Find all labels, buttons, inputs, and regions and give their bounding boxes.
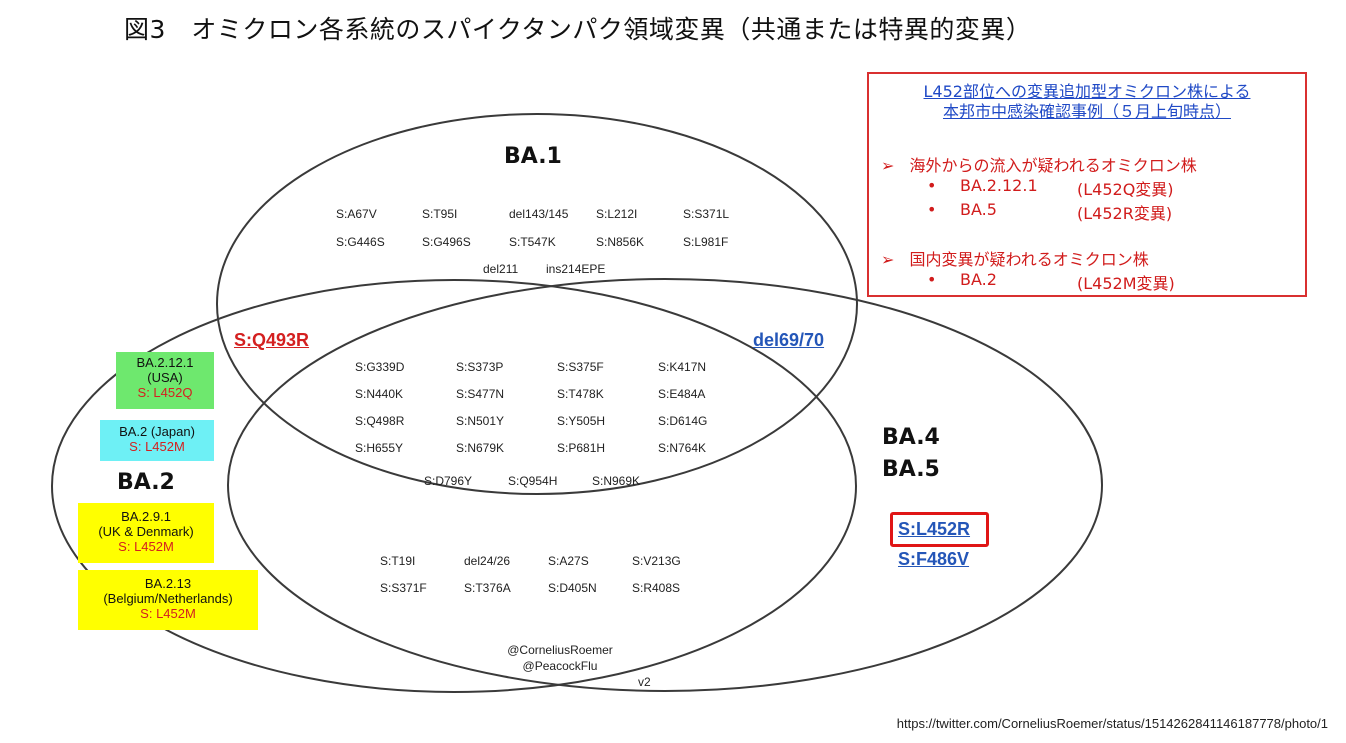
arrow-icon: ➢ xyxy=(881,156,895,175)
info-section1-title: 海外からの流入が疑われるオミクロン株 xyxy=(909,156,1197,175)
marker-f486v: S:F486V xyxy=(898,549,970,569)
variant-box-ba2-9-1: BA.2.9.1 (UK & Denmark) S: L452M xyxy=(78,503,214,563)
bullet-icon: • xyxy=(927,176,937,195)
mutation-label: S:S371L xyxy=(683,207,730,221)
mutation-label: del143/145 xyxy=(509,207,569,221)
mutation-label: S:A27S xyxy=(548,554,589,568)
info-item: • BA.5 (L452R変異) xyxy=(927,200,1172,223)
mutation-label: S:T478K xyxy=(557,387,604,401)
figure-title: 図3 オミクロン各系統のスパイクタンパク領域変異（共通または特異的変異） xyxy=(124,15,1032,44)
mutation-label: S:G496S xyxy=(422,235,471,249)
variant-name: BA.2.12.1 xyxy=(136,355,194,370)
info-item: • BA.2 (L452M変異) xyxy=(927,270,1175,293)
variant-mutation: S: L452M xyxy=(118,539,174,554)
mutation-label: ins214EPE xyxy=(546,262,606,276)
info-item-mutation: (L452R変異) xyxy=(1077,204,1173,223)
mutation-label: S:A67V xyxy=(336,207,377,221)
mutation-label: S:S373P xyxy=(456,360,504,374)
arrow-icon: ➢ xyxy=(881,250,895,269)
mutation-label: S:T95I xyxy=(422,207,458,221)
mutation-label: S:D614G xyxy=(658,414,708,428)
marker-l452r: S:L452R xyxy=(898,519,971,539)
credit-line2: @PeacockFlu xyxy=(522,659,598,673)
mutation-label: S:Q498R xyxy=(355,414,405,428)
credit-author: @CorneliusRoemer @PeacockFlu xyxy=(492,642,628,674)
variant-region: (USA) xyxy=(147,370,183,385)
mutation-label: S:G446S xyxy=(336,235,385,249)
variant-mutation: S: L452M xyxy=(140,606,196,621)
mutation-label: S:Q954H xyxy=(508,474,558,488)
mutation-label: S:G339D xyxy=(355,360,405,374)
source-url: https://twitter.com/CorneliusRoemer/stat… xyxy=(896,716,1328,731)
info-section2-title: 国内変異が疑われるオミクロン株 xyxy=(909,250,1149,269)
mutation-label: S:N969K xyxy=(592,474,641,488)
mutation-label: S:H655Y xyxy=(355,441,404,455)
info-item-name: BA.2 xyxy=(960,270,997,289)
variant-box-ba2-13: BA.2.13 (Belgium/Netherlands) S: L452M xyxy=(78,570,258,630)
mutation-label: S:N501Y xyxy=(456,414,505,428)
variant-region: (Belgium/Netherlands) xyxy=(103,591,233,606)
marker-del69-70: del69/70 xyxy=(753,330,825,350)
info-heading-line2: 本邦市中感染確認事例（５月上旬時点） xyxy=(942,102,1231,121)
mutation-label: S:D796Y xyxy=(424,474,473,488)
mutation-label: S:L212I xyxy=(596,207,638,221)
ellipse-ba2 xyxy=(51,279,857,693)
mutation-label: S:V213G xyxy=(632,554,681,568)
info-section1: ➢ 海外からの流入が疑われるオミクロン株 xyxy=(881,152,1197,176)
info-item-name: BA.5 xyxy=(960,200,997,219)
mutation-label: S:T376A xyxy=(464,581,511,595)
highlight-box-l452r xyxy=(890,512,989,547)
mutation-label: S:T547K xyxy=(509,235,556,249)
variant-box-ba2-japan: BA.2 (Japan) S: L452M xyxy=(100,420,214,461)
ellipse-ba1 xyxy=(216,113,858,495)
credit-line1: @CorneliusRoemer xyxy=(507,643,613,657)
bullet-icon: • xyxy=(927,200,937,219)
variant-name: BA.2.13 xyxy=(144,576,192,591)
mutation-label: S:K417N xyxy=(658,360,707,374)
mutation-label: S:N679K xyxy=(456,441,505,455)
variant-box-ba2-12-1: BA.2.12.1 (USA) S: L452Q xyxy=(116,352,214,409)
set-label-ba5: BA.5 xyxy=(882,457,940,482)
info-item-mutation: (L452M変異) xyxy=(1077,274,1175,293)
mutation-label: del211 xyxy=(483,262,519,276)
mutation-label: S:R408S xyxy=(632,581,681,595)
mutation-label: S:T19I xyxy=(380,554,416,568)
ellipse-ba45 xyxy=(227,278,1103,692)
version-label: v2 xyxy=(638,675,651,689)
set-label-ba1: BA.1 xyxy=(504,144,562,169)
mutation-label: S:S375F xyxy=(557,360,604,374)
variant-region: (UK & Denmark) xyxy=(98,524,194,539)
variant-mutation: S: L452Q xyxy=(137,385,193,400)
mutation-label: S:N440K xyxy=(355,387,404,401)
mutation-label: S:P681H xyxy=(557,441,606,455)
mutation-label: S:N856K xyxy=(596,235,645,249)
info-item-name: BA.2.12.1 xyxy=(960,176,1038,195)
info-heading-line1: L452部位への変異追加型オミクロン株による xyxy=(923,82,1251,101)
info-item: • BA.2.12.1 (L452Q変異) xyxy=(927,176,1174,199)
info-box: L452部位への変異追加型オミクロン株による 本邦市中感染確認事例（５月上旬時点… xyxy=(867,72,1307,297)
mutation-label: S:N764K xyxy=(658,441,707,455)
mutation-label: S:Y505H xyxy=(557,414,606,428)
variant-name: BA.2.9.1 xyxy=(121,509,171,524)
mutation-label: S:D405N xyxy=(548,581,597,595)
mutation-label: del24/26 xyxy=(464,554,511,568)
mutation-label: S:S371F xyxy=(380,581,427,595)
bullet-icon: • xyxy=(927,270,937,289)
mutation-label: S:L981F xyxy=(683,235,729,249)
info-item-mutation: (L452Q変異) xyxy=(1077,180,1174,199)
mutation-label: S:E484A xyxy=(658,387,706,401)
variant-mutation: S: L452M xyxy=(129,439,185,454)
info-section2: ➢ 国内変異が疑われるオミクロン株 xyxy=(881,246,1149,270)
set-label-ba4: BA.4 xyxy=(882,425,940,450)
marker-q493r: S:Q493R xyxy=(234,330,310,350)
info-box-heading: L452部位への変異追加型オミクロン株による 本邦市中感染確認事例（５月上旬時点… xyxy=(869,82,1305,122)
set-label-ba2: BA.2 xyxy=(117,470,175,495)
variant-name: BA.2 (Japan) xyxy=(119,424,195,439)
mutation-label: S:S477N xyxy=(456,387,505,401)
